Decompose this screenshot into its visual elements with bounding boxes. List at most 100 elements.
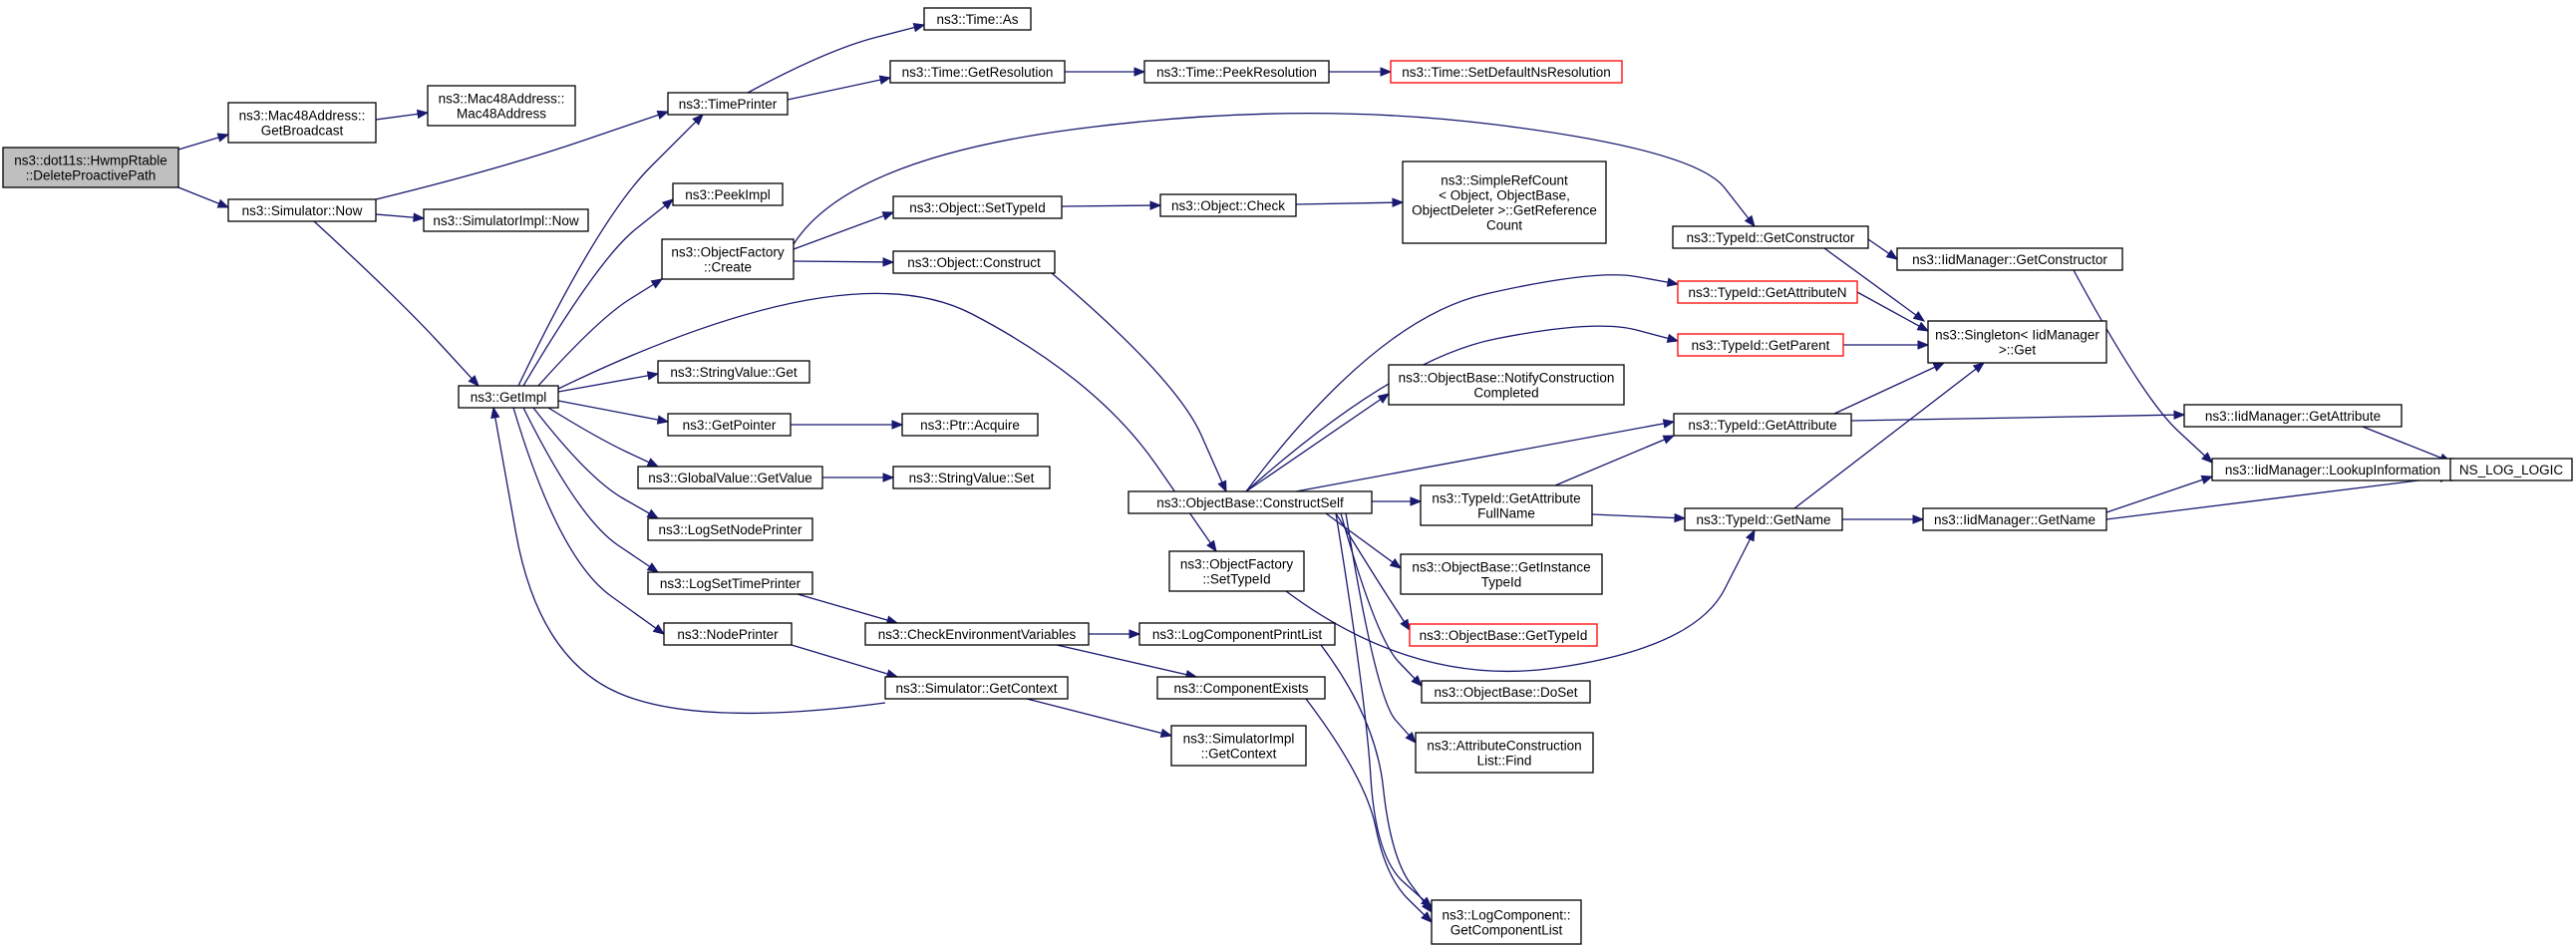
edge-iid_getconstructor-to-iid_lookup bbox=[2073, 269, 2213, 464]
node-obj-construct[interactable]: ns3::Object::Construct bbox=[892, 250, 1056, 274]
node-label: ns3::Singleton< IidManager bbox=[1935, 328, 2099, 343]
node-obj-settypeid[interactable]: ns3::Object::SetTypeId bbox=[892, 195, 1063, 219]
node-label: ::SetTypeId bbox=[1202, 572, 1270, 587]
edge-sim_now-to-timeprinter bbox=[375, 110, 670, 200]
node-box bbox=[1388, 364, 1625, 406]
node-componentexists[interactable]: ns3::ComponentExists bbox=[1156, 676, 1326, 700]
edge-obj_settypeid-to-obj_check bbox=[1061, 200, 1162, 210]
node-time-as[interactable]: ns3::Time::As bbox=[923, 7, 1032, 31]
node-label: ::GetContext bbox=[1201, 747, 1277, 762]
node-obj-check[interactable]: ns3::Object::Check bbox=[1159, 193, 1297, 217]
node-simplerefcount[interactable]: ns3::SimpleRefCount< Object, ObjectBase,… bbox=[1402, 160, 1607, 244]
edge-checkenv-to-componentexists bbox=[1056, 644, 1198, 680]
node-box bbox=[2183, 404, 2403, 428]
node-simimpl-getcontext[interactable]: ns3::SimulatorImpl::GetContext bbox=[1170, 725, 1307, 767]
node-stringvalue-set[interactable]: ns3::StringValue::Set bbox=[892, 466, 1051, 489]
node-mac-ctor[interactable]: ns3::Mac48Address::Mac48Address bbox=[427, 85, 576, 127]
node-box bbox=[1684, 507, 1843, 531]
node-sim-getcontext[interactable]: ns3::Simulator::GetContext bbox=[884, 676, 1069, 700]
node-label: ns3::Ptr::Acquire bbox=[920, 418, 1020, 433]
node-logsettimeprinter[interactable]: ns3::LogSetTimePrinter bbox=[647, 571, 813, 595]
node-box bbox=[892, 250, 1056, 274]
node-iid-getattribute[interactable]: ns3::IidManager::GetAttribute bbox=[2183, 404, 2403, 428]
edge-objfactory_create-to-obj_construct bbox=[793, 257, 895, 267]
node-typeid-getname[interactable]: ns3::TypeId::GetName bbox=[1684, 507, 1843, 531]
node-label: ns3::TypeId::GetAttribute bbox=[1432, 491, 1580, 506]
node-typeid-getattributen[interactable]: ns3::TypeId::GetAttributeN bbox=[1677, 280, 1858, 304]
node-objbase-notify[interactable]: ns3::ObjectBase::NotifyConstructionCompl… bbox=[1388, 364, 1625, 406]
node-mac-getbroadcast[interactable]: ns3::Mac48Address::GetBroadcast bbox=[227, 102, 377, 144]
node-stringvalue-get[interactable]: ns3::StringValue::Get bbox=[657, 360, 810, 384]
node-iid-lookup[interactable]: ns3::IidManager::LookupInformation bbox=[2211, 458, 2454, 481]
node-time-peekres[interactable]: ns3::Time::PeekResolution bbox=[1143, 60, 1330, 84]
node-iid-getconstructor[interactable]: ns3::IidManager::GetConstructor bbox=[1896, 247, 2123, 271]
edge-objbase_constructself-to-objbase_notify bbox=[1245, 393, 1391, 492]
node-label: ns3::Object::Construct bbox=[907, 255, 1041, 270]
edge-getimpl-to-logsettimeprinter bbox=[522, 407, 660, 573]
node-label: GetComponentList bbox=[1450, 923, 1563, 938]
node-box bbox=[1168, 550, 1305, 592]
node-box bbox=[1143, 60, 1330, 84]
node-root[interactable]: ns3::dot11s::HwmpRtable::DeleteProactive… bbox=[2, 147, 179, 188]
node-box bbox=[647, 517, 813, 541]
node-label: ns3::NodePrinter bbox=[677, 627, 779, 642]
node-box bbox=[227, 198, 377, 222]
node-box bbox=[1415, 732, 1594, 774]
node-logcomponentprintlist[interactable]: ns3::LogComponentPrintList bbox=[1138, 622, 1336, 646]
node-simimpl-now[interactable]: ns3::SimulatorImpl::Now bbox=[423, 208, 589, 232]
node-box bbox=[2, 147, 179, 188]
node-timeprinter[interactable]: ns3::TimePrinter bbox=[667, 92, 789, 116]
node-getimpl[interactable]: ns3::GetImpl bbox=[458, 385, 559, 409]
node-label: ns3::TypeId::GetParent bbox=[1692, 338, 1830, 353]
node-sim-now[interactable]: ns3::Simulator::Now bbox=[227, 198, 377, 222]
node-checkenv[interactable]: ns3::CheckEnvironmentVariables bbox=[864, 622, 1090, 646]
node-typeid-getconstructor[interactable]: ns3::TypeId::GetConstructor bbox=[1672, 225, 1869, 249]
node-box bbox=[647, 571, 813, 595]
node-box bbox=[1402, 160, 1607, 244]
node-box bbox=[1431, 899, 1582, 945]
node-objbase-constructself[interactable]: ns3::ObjectBase::ConstructSelf bbox=[1127, 490, 1373, 514]
node-logsetnodeprinter[interactable]: ns3::LogSetNodePrinter bbox=[647, 517, 813, 541]
node-label: ns3::IidManager::GetName bbox=[1934, 512, 2095, 527]
node-nodeprinter[interactable]: ns3::NodePrinter bbox=[663, 622, 793, 646]
edge-nodeprinter-to-sim_getcontext bbox=[791, 644, 899, 679]
node-peekimpl[interactable]: ns3::PeekImpl bbox=[672, 182, 784, 206]
node-label: ns3::Mac48Address:: bbox=[239, 109, 366, 124]
node-globalvalue-getvalue[interactable]: ns3::GlobalValue::GetValue bbox=[637, 466, 823, 489]
node-label: NS_LOG_LOGIC bbox=[2459, 463, 2564, 477]
node-iid-getname[interactable]: ns3::IidManager::GetName bbox=[1922, 507, 2107, 531]
node-ns-log-logic[interactable]: NS_LOG_LOGIC bbox=[2449, 458, 2573, 481]
node-objfactory-settypeid[interactable]: ns3::ObjectFactory::SetTypeId bbox=[1168, 550, 1305, 592]
node-time-setdefault[interactable]: ns3::Time::SetDefaultNsResolution bbox=[1390, 60, 1623, 84]
node-box bbox=[889, 60, 1066, 84]
node-box bbox=[667, 92, 789, 116]
node-label: ns3::ObjectBase::GetInstance bbox=[1412, 560, 1590, 575]
node-time-getres[interactable]: ns3::Time::GetResolution bbox=[889, 60, 1066, 84]
node-box bbox=[637, 466, 823, 489]
edge-typeid_getparent-to-singleton_get bbox=[1843, 340, 1930, 350]
node-getpointer[interactable]: ns3::GetPointer bbox=[667, 413, 792, 437]
node-typeid-getparent[interactable]: ns3::TypeId::GetParent bbox=[1677, 333, 1844, 357]
node-objbase-doset[interactable]: ns3::ObjectBase::DoSet bbox=[1421, 680, 1591, 704]
node-logcomponent-getlist[interactable]: ns3::LogComponent::GetComponentList bbox=[1431, 899, 1582, 945]
node-box bbox=[1927, 320, 2107, 364]
node-label: ns3::ObjectFactory bbox=[671, 245, 785, 260]
node-box bbox=[1170, 725, 1307, 767]
node-label: ns3::LogComponent:: bbox=[1442, 908, 1570, 923]
node-objbase-gettypeid[interactable]: ns3::ObjectBase::GetTypeId bbox=[1409, 623, 1598, 647]
node-label: ns3::SimpleRefCount bbox=[1441, 173, 1568, 188]
node-objfactory-create[interactable]: ns3::ObjectFactory::Create bbox=[661, 238, 795, 280]
node-typeid-getattribute[interactable]: ns3::TypeId::GetAttribute bbox=[1673, 413, 1852, 437]
node-ptr-acquire[interactable]: ns3::Ptr::Acquire bbox=[901, 413, 1039, 437]
edge-time_peekres-to-time_setdefault bbox=[1329, 67, 1393, 77]
edge-getimpl-to-peekimpl bbox=[522, 198, 675, 387]
node-label: ns3::CheckEnvironmentVariables bbox=[878, 627, 1077, 642]
node-box bbox=[1409, 623, 1598, 647]
node-singleton-get[interactable]: ns3::Singleton< IidManager>::Get bbox=[1927, 320, 2107, 364]
edge-typeid_getconstructor-to-iid_getconstructor bbox=[1867, 238, 1899, 260]
node-box bbox=[2449, 458, 2573, 481]
node-label: ns3::Time::GetResolution bbox=[902, 65, 1054, 80]
